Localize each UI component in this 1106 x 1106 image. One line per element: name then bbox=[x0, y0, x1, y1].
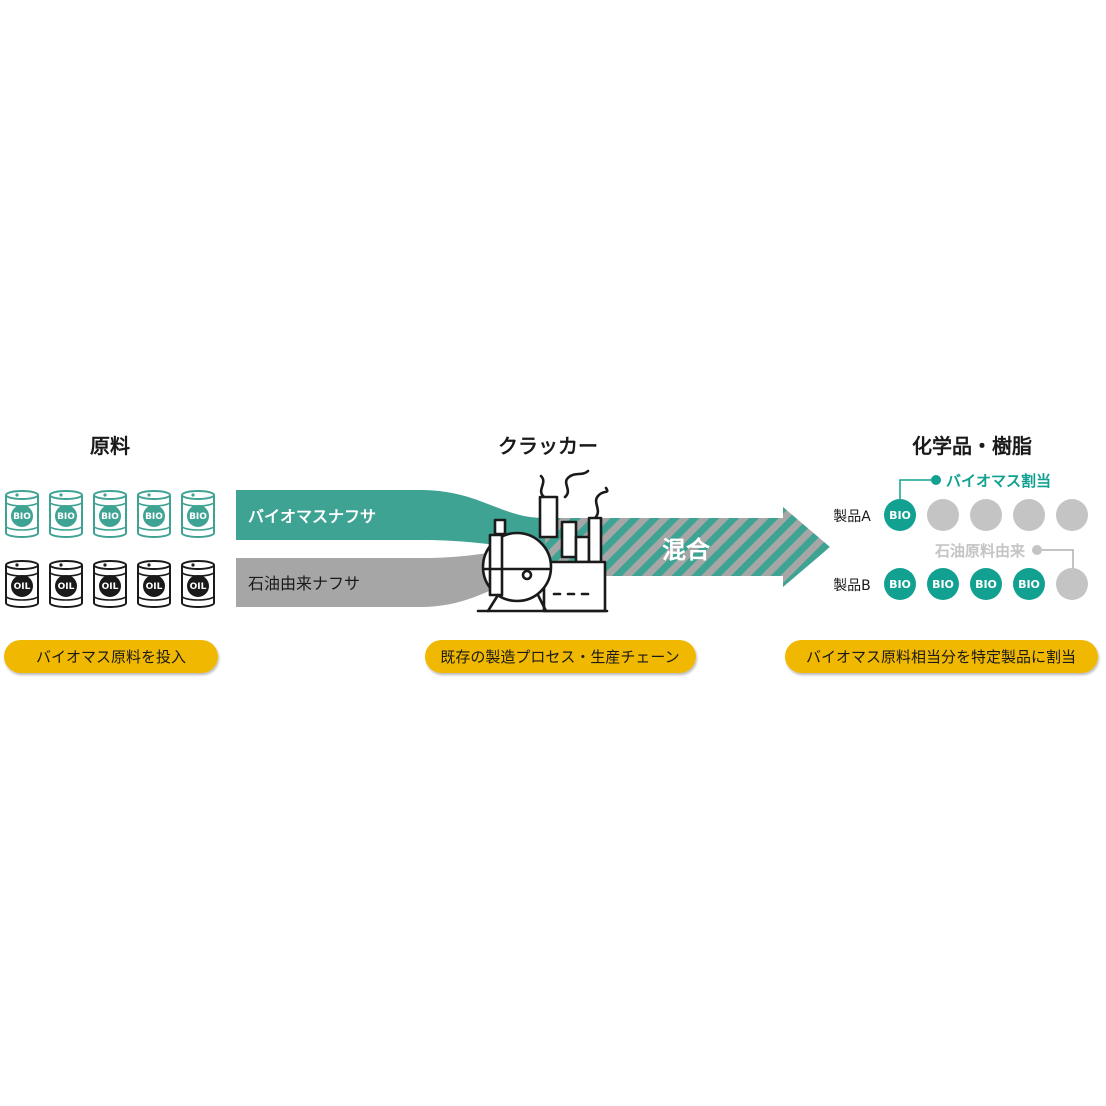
bio-dot bbox=[970, 568, 1002, 600]
bio-naphtha-band bbox=[236, 490, 545, 548]
oil-drum: OIL bbox=[5, 560, 39, 608]
oil-drum: OIL bbox=[93, 560, 127, 608]
oil-origin-label: 石油原料由来 bbox=[934, 542, 1026, 560]
cracker-pill bbox=[425, 640, 696, 673]
bio-dot-label: BIO bbox=[975, 578, 997, 591]
mixing-arrow bbox=[540, 507, 830, 587]
oil-origin-marker bbox=[1032, 545, 1042, 555]
bio-dot-label: BIO bbox=[1018, 578, 1040, 591]
mixing-label: 混合 bbox=[662, 536, 711, 564]
oil-drum-label: OIL bbox=[14, 582, 31, 592]
cracker-pill-text: 既存の製造プロセス・生産チェーン bbox=[440, 648, 679, 666]
product-a-label: 製品A bbox=[833, 509, 871, 525]
bio-dot bbox=[884, 499, 916, 531]
raw-materials-heading: 原料 bbox=[90, 434, 130, 458]
bio-dot bbox=[927, 568, 959, 600]
grey-dot bbox=[1013, 499, 1045, 531]
bio-dot-label: BIO bbox=[932, 578, 954, 591]
oil-drum-label: OIL bbox=[102, 582, 119, 592]
bio-drum-label: BIO bbox=[189, 512, 207, 522]
raw-pill bbox=[4, 640, 218, 673]
bio-drum: BIO bbox=[5, 490, 39, 538]
oil-drum-label: OIL bbox=[58, 582, 75, 592]
bio-drum-label: BIO bbox=[57, 512, 75, 522]
oil-drum-label: OIL bbox=[146, 582, 163, 592]
flow-bands: バイオマスナフサ 石油由来ナフサ 混合 bbox=[236, 490, 830, 607]
raw-pill-text: バイオマス原料を投入 bbox=[36, 648, 186, 666]
products-pill bbox=[785, 640, 1098, 673]
bio-dot bbox=[1013, 568, 1045, 600]
feedstock-drums: BIO BIO BIO BIO BIO OIL OIL OIL OIL OIL bbox=[5, 490, 215, 608]
bio-dot-label: BIO bbox=[889, 509, 911, 522]
oil-drum-label: OIL bbox=[190, 582, 207, 592]
bio-drum: BIO bbox=[181, 490, 215, 538]
oil-drum: OIL bbox=[181, 560, 215, 608]
bio-drum-label: BIO bbox=[145, 512, 163, 522]
bio-drum-label: BIO bbox=[13, 512, 31, 522]
bio-naphtha-label: バイオマスナフサ bbox=[248, 507, 376, 526]
bio-allocation-connector bbox=[899, 479, 936, 499]
product-b-label: 製品B bbox=[833, 578, 871, 594]
products-pill-text: バイオマス原料相当分を特定製品に割当 bbox=[806, 648, 1076, 666]
grey-dot bbox=[1056, 499, 1088, 531]
oil-naphtha-band bbox=[236, 548, 545, 607]
grey-dot bbox=[927, 499, 959, 531]
bio-allocation-marker bbox=[931, 475, 941, 485]
oil-drum: OIL bbox=[137, 560, 171, 608]
bio-drum: BIO bbox=[137, 490, 171, 538]
bio-drum: BIO bbox=[49, 490, 83, 538]
grey-dot bbox=[970, 499, 1002, 531]
products-heading: 化学品・樹脂 bbox=[912, 434, 1032, 458]
factory-icon bbox=[476, 469, 609, 613]
grey-dot bbox=[1056, 568, 1088, 600]
oil-origin-connector bbox=[1037, 549, 1074, 569]
oil-naphtha-label: 石油由来ナフサ bbox=[248, 574, 360, 593]
products-panel: バイオマス割当 石油原料由来 製品A 製品B BIO BIO BIO BIO BIO bbox=[833, 472, 1088, 600]
bio-dot-label: BIO bbox=[889, 578, 911, 591]
bio-dot bbox=[884, 568, 916, 600]
bio-drum-label: BIO bbox=[101, 512, 119, 522]
cracker-heading: クラッカー bbox=[498, 434, 598, 458]
bio-allocation-label: バイオマス割当 bbox=[946, 472, 1051, 490]
product-dots: BIO BIO BIO BIO BIO bbox=[884, 499, 1088, 600]
oil-drum: OIL bbox=[49, 560, 83, 608]
bio-drum: BIO bbox=[93, 490, 127, 538]
